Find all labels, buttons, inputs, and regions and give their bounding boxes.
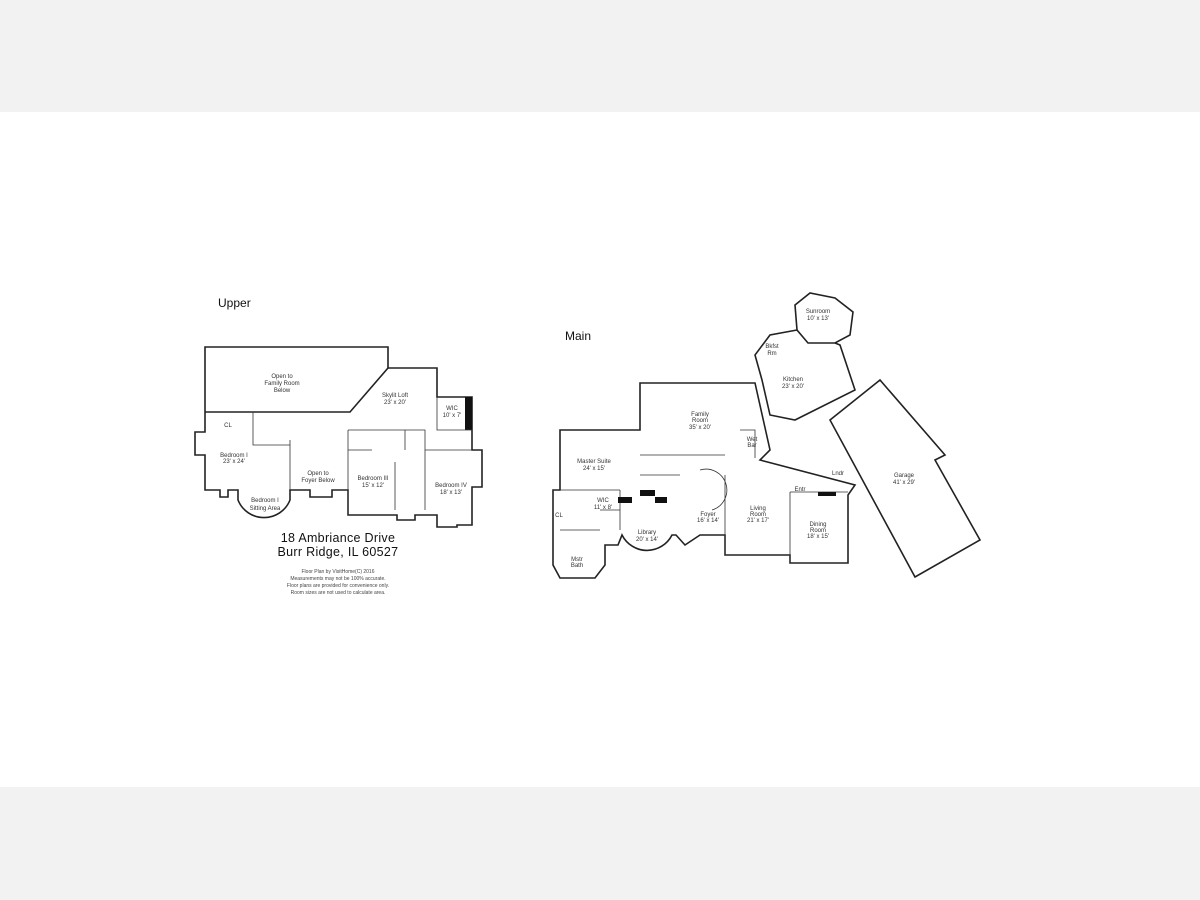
disclaimer-line: Floor plans are provided for convenience… [287,583,389,589]
main-interior-walls [560,429,848,563]
black-block [640,490,655,496]
label-garage: 41' x 29' [893,480,915,486]
top-band [0,0,1200,112]
label-sitting-area: Bedroom I [251,498,279,504]
label-foyer: 16' x 14' [697,518,719,524]
label-bedroom4: 18' x 13' [440,490,462,496]
label-entr: Entr [794,487,805,493]
label-mstr-bath: Bath [571,563,583,569]
label-dining: 18' x 15' [807,534,829,540]
disclaimer-line: Floor Plan by VisitHome(C) 2016 [302,569,375,575]
sunroom-walls [794,292,854,344]
label-sitting-area: Sitting Area [250,506,281,512]
label-kitchen: Kitchen [783,377,803,383]
label-bedroom1: 23' x 24' [223,459,245,465]
label-garage: Garage [894,473,915,479]
disclaimer-line: Room sizes are not used to calculate are… [291,590,386,596]
label-open-family: Open to [271,374,293,380]
label-open-foyer: Foyer Below [301,478,335,484]
label-master: Master Suite [577,459,611,465]
upper-open-area-wall [205,367,389,413]
main-room-labels: Sunroom 10' x 13' Bkfst Rm Kitchen 23' x… [555,309,915,569]
label-dining: Dining [809,522,826,528]
label-family: 35' x 20' [689,425,711,431]
label-master: 24' x 15' [583,466,605,472]
address-line1: 18 Ambriance Drive [281,531,395,545]
label-lndr: Lndr [832,471,844,477]
label-skylit-loft: 23' x 20' [384,400,406,406]
label-wetbar: Wet [747,437,758,443]
label-family: Room [692,418,708,424]
upper-black-bar [465,397,472,430]
label-wic: WIC [446,406,458,412]
label-bkfst: Bkfst [765,344,779,350]
label-cl: CL [224,423,232,429]
label-sunroom: Sunroom [806,309,830,315]
label-living: Room [750,512,766,518]
address-line2: Burr Ridge, IL 60527 [278,545,399,559]
upper-outline [194,346,483,528]
main-title: Main [565,329,591,343]
label-kitchen: 23' x 20' [782,384,804,390]
label-wetbar: Bar [747,443,756,449]
garage-walls [828,378,982,579]
upper-interior-walls [252,397,472,515]
label-wic: 10' x 7' [443,413,462,419]
label-bedroom1: Bedroom I [220,453,248,459]
label-cl: CL [555,513,563,519]
label-library: Library [638,530,656,536]
disclaimer-line: Measurements may not be 100% accurate. [290,576,385,582]
label-bedroom3: Bedroom III [357,476,388,482]
label-living: Living [750,506,766,512]
image-viewer-stage [0,112,1200,787]
label-skylit-loft: Skylit Loft [382,393,408,399]
label-open-family: Family Room [264,381,299,387]
upper-room-labels: Open to Family Room Below Skylit Loft 23… [220,374,467,512]
label-open-foyer: Open to [307,471,329,477]
main-floor-plan: Main Sunroom 10' x 13' Bkfst Rm Kitchen … [552,292,982,579]
label-open-family: Below [274,388,291,394]
label-living: 21' x 17' [747,518,769,524]
label-foyer: Foyer [700,512,715,518]
label-family: Family [691,412,709,418]
label-sunroom: 10' x 13' [807,316,829,322]
kitchen-walls [754,329,856,421]
upper-floor-plan: Upper Open to Family Room Below Skylit L… [194,296,483,596]
upper-title: Upper [218,296,251,310]
label-wic: 11' x 8' [594,505,612,511]
label-wic: WIC [597,498,609,504]
black-block [818,492,836,496]
bottom-band [0,787,1200,900]
label-mstr-bath: Mstr [571,557,583,563]
label-library: 20' x 14' [636,537,658,543]
label-dining: Room [810,528,826,534]
black-block [618,497,632,503]
label-bedroom4: Bedroom IV [435,483,467,489]
black-block [655,497,667,503]
label-bedroom3: 15' x 12' [362,483,384,489]
label-bkfst: Rm [767,351,776,357]
